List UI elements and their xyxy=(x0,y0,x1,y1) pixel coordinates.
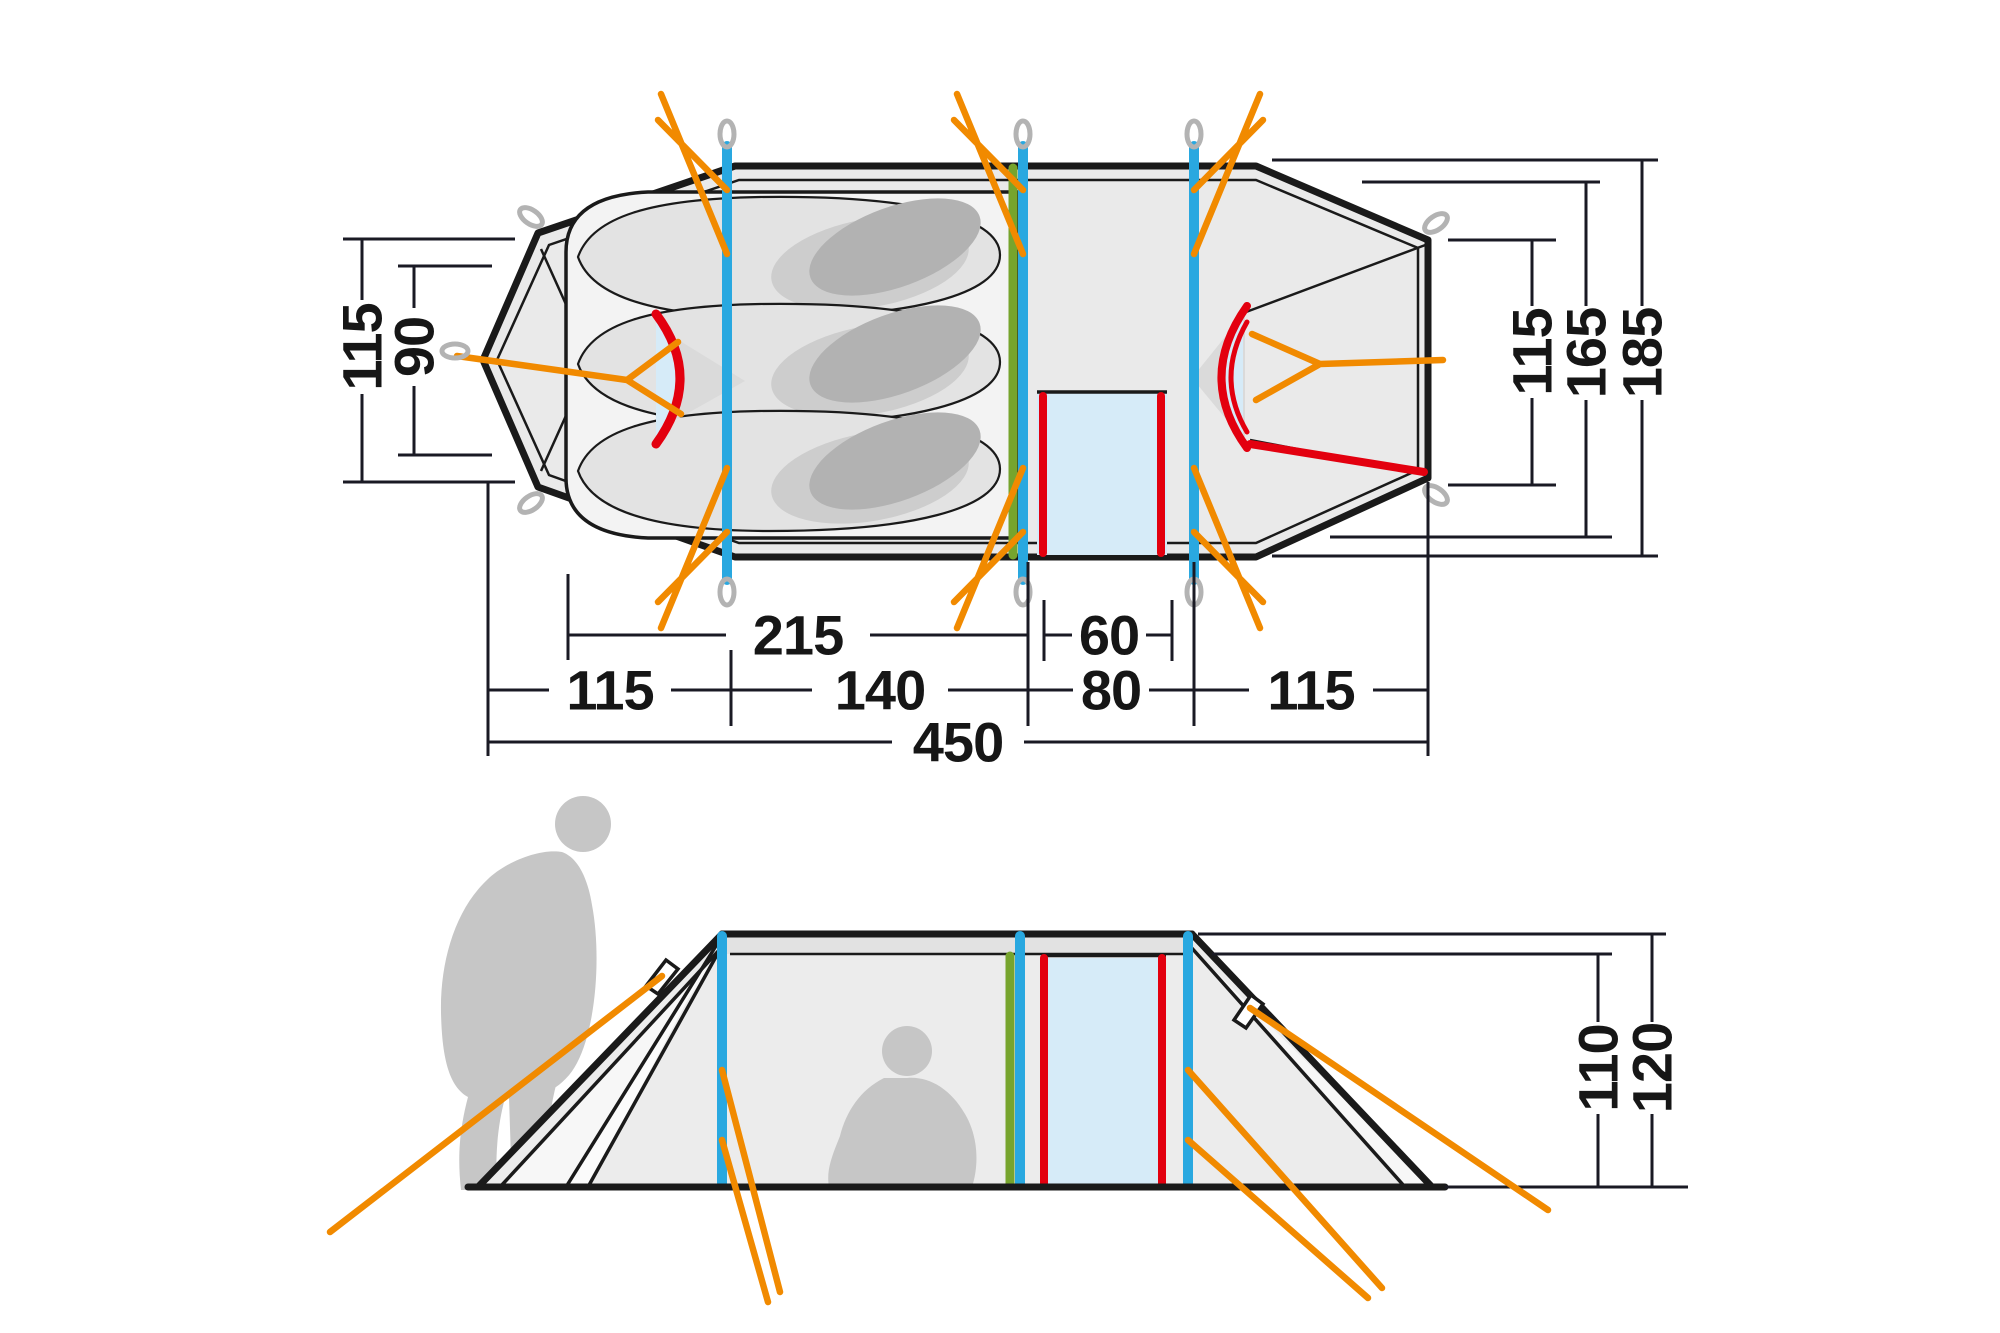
rear-door-arc-inner xyxy=(1228,319,1250,435)
top-view-left-dimensions: 115 90 xyxy=(331,237,515,484)
sleeping-pad xyxy=(576,409,1002,533)
entrance-mat xyxy=(1037,390,1167,557)
rear-door-arc-outer xyxy=(1217,302,1251,452)
dim-label-bedroom-length: 215 xyxy=(753,604,843,667)
dim-label-left-inner-width: 90 xyxy=(383,317,446,377)
rear-guyline xyxy=(1248,330,1447,404)
dim-label-right-max-width: 185 xyxy=(1611,308,1674,398)
dim-label-front-vestibule: 115 xyxy=(566,659,653,722)
right-vent xyxy=(1231,992,1266,1031)
front-guyline xyxy=(453,338,685,418)
side-body xyxy=(478,934,1432,1187)
dim-label-bedroom-section: 140 xyxy=(835,659,925,722)
side-top-band xyxy=(722,934,1192,954)
door-arc xyxy=(651,309,685,449)
dim-label-inner-height: 110 xyxy=(1567,1024,1630,1111)
top-view: 115 90 115 165 185 215 60 115 140 80 115… xyxy=(331,90,1674,774)
sleeping-pad xyxy=(576,195,1002,319)
side-door xyxy=(1040,954,1166,1189)
rear-vestibule xyxy=(1192,242,1447,476)
side-left-slope xyxy=(474,930,726,1191)
top-view-length-dimensions: 215 60 115 140 80 115 450 xyxy=(486,482,1430,774)
dim-label-left-fly-width: 115 xyxy=(331,303,394,390)
sleeping-pads xyxy=(576,195,1002,533)
sitting-person-silhouette xyxy=(828,1026,977,1187)
side-left-wall-lines xyxy=(564,940,725,1188)
side-view-height-dimensions: 110 120 xyxy=(1198,932,1684,1187)
dim-label-right-end-width: 115 xyxy=(1501,308,1564,395)
dim-label-door-width: 60 xyxy=(1079,604,1139,667)
dim-label-total-length: 450 xyxy=(913,711,1003,774)
side-view: 110 120 xyxy=(326,796,1688,1306)
top-view-right-dimensions: 115 165 185 xyxy=(1272,158,1674,558)
dim-label-right-inner-width: 165 xyxy=(1555,308,1618,398)
side-guylines xyxy=(326,972,1552,1306)
dim-label-outer-height: 120 xyxy=(1621,1023,1684,1113)
side-left-hem xyxy=(498,944,725,1189)
dim-label-mid-section: 80 xyxy=(1081,659,1141,722)
door-shade xyxy=(672,336,745,422)
side-right-slope xyxy=(1188,930,1436,1191)
rear-door-edge xyxy=(1246,440,1428,476)
side-right-hem xyxy=(1188,944,1407,1189)
dim-label-rear-vestibule: 115 xyxy=(1267,659,1354,722)
pole-guylines xyxy=(654,90,1267,632)
